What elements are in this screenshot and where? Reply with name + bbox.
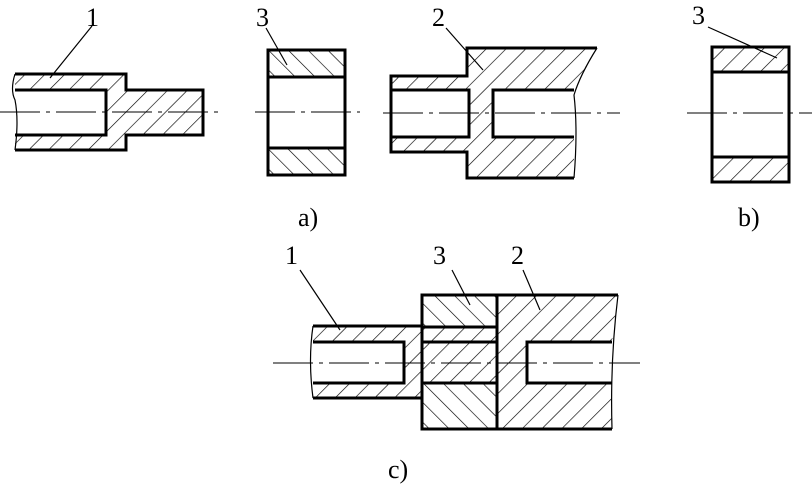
part-label-1: 1 bbox=[86, 3, 99, 32]
part-3-view-b: 3 bbox=[687, 1, 812, 184]
part-2-view-a: 2 bbox=[383, 3, 620, 180]
part-label-1-c: 1 bbox=[285, 241, 298, 270]
part-1-view-a: 1 bbox=[0, 3, 223, 152]
caption-c: c) bbox=[388, 455, 408, 484]
part-label-2: 2 bbox=[432, 3, 445, 32]
part-label-3-b: 3 bbox=[692, 1, 705, 30]
part-label-3: 3 bbox=[256, 3, 269, 32]
caption-a: a) bbox=[298, 203, 318, 232]
part-label-2-c: 2 bbox=[511, 241, 524, 270]
part-3-view-a: 3 bbox=[255, 3, 360, 177]
assembly-view-c: 1 3 2 bbox=[273, 241, 640, 431]
part-label-3-c: 3 bbox=[433, 241, 446, 270]
caption-b: b) bbox=[738, 203, 760, 232]
